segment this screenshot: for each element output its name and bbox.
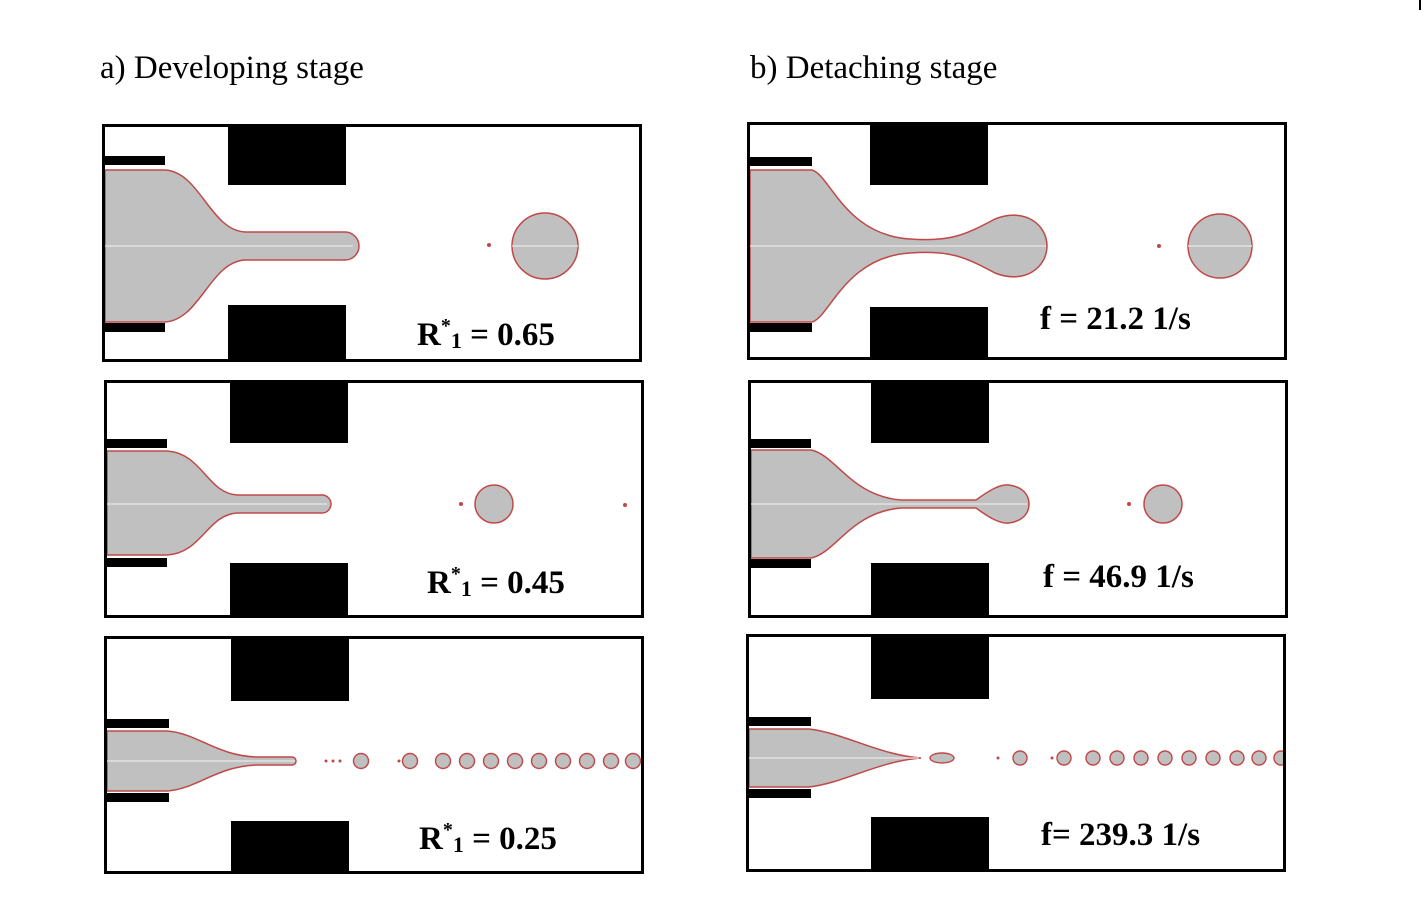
orifice-block-top [230, 383, 348, 443]
orifice-block-top [231, 639, 349, 701]
droplet-diagram [107, 639, 641, 871]
panel-developing-1: R*1 = 0.65 [102, 124, 642, 362]
orifice-block-bottom [871, 563, 989, 615]
orifice-block-bottom [230, 563, 348, 615]
droplet-diagram [105, 127, 579, 359]
satellite-droplet [1157, 244, 1161, 248]
panel-developing-3: R*1 = 0.25 [104, 636, 644, 874]
panel-detaching-3: f= 239.3 1/s [746, 634, 1286, 872]
droplet [1143, 484, 1183, 524]
droplet-diagram [750, 125, 1253, 357]
orifice-block-top [870, 125, 988, 185]
satellite-droplet [459, 502, 463, 506]
panel-developing-2: R*1 = 0.45 [104, 380, 644, 618]
panel-label: R*1 = 0.25 [419, 819, 557, 857]
panel-detaching-2: f = 46.9 1/s [748, 380, 1288, 618]
fluid-jet [107, 450, 332, 556]
orifice-block-top [228, 127, 346, 185]
inlet-wall-top [750, 157, 812, 166]
inlet-wall-top [749, 717, 811, 726]
orifice-block-bottom [871, 817, 989, 869]
column-title-developing: a) Developing stage [100, 50, 364, 86]
droplet-diagram [751, 383, 1183, 615]
panel-label: f= 239.3 1/s [1041, 817, 1201, 853]
inlet-wall-bottom [107, 793, 169, 802]
elongated-droplet [929, 752, 955, 764]
panel-label: R*1 = 0.45 [427, 563, 565, 601]
panel-label: R*1 = 0.65 [417, 315, 555, 353]
panel-label: f = 46.9 1/s [1043, 559, 1194, 595]
inlet-wall-bottom [105, 323, 165, 332]
corner-mark [1419, 0, 1421, 10]
inlet-wall-top [105, 156, 165, 165]
droplet-chain [996, 750, 1283, 766]
inlet-wall-bottom [107, 558, 167, 567]
droplet-diagram [107, 383, 627, 615]
inlet-wall-top [107, 439, 167, 448]
droplet-diagram [749, 637, 1283, 869]
orifice-block-bottom [870, 307, 988, 357]
orifice-block-top [871, 383, 989, 443]
inlet-wall-bottom [750, 323, 812, 332]
satellite-droplet [623, 503, 627, 507]
inlet-wall-top [751, 439, 811, 448]
droplet [474, 484, 514, 524]
panel-detaching-1: f = 21.2 1/s [747, 122, 1287, 360]
satellite-droplet [487, 243, 491, 247]
column-title-detaching: b) Detaching stage [750, 50, 998, 86]
satellite-droplet [1127, 502, 1131, 506]
inlet-wall-bottom [749, 789, 811, 798]
inlet-wall-bottom [751, 559, 811, 568]
panel-label: f = 21.2 1/s [1040, 301, 1191, 337]
inlet-wall-top [107, 719, 169, 728]
orifice-block-bottom [228, 305, 346, 359]
droplet-chain [324, 752, 641, 770]
orifice-block-bottom [231, 821, 349, 871]
orifice-block-top [871, 637, 989, 699]
